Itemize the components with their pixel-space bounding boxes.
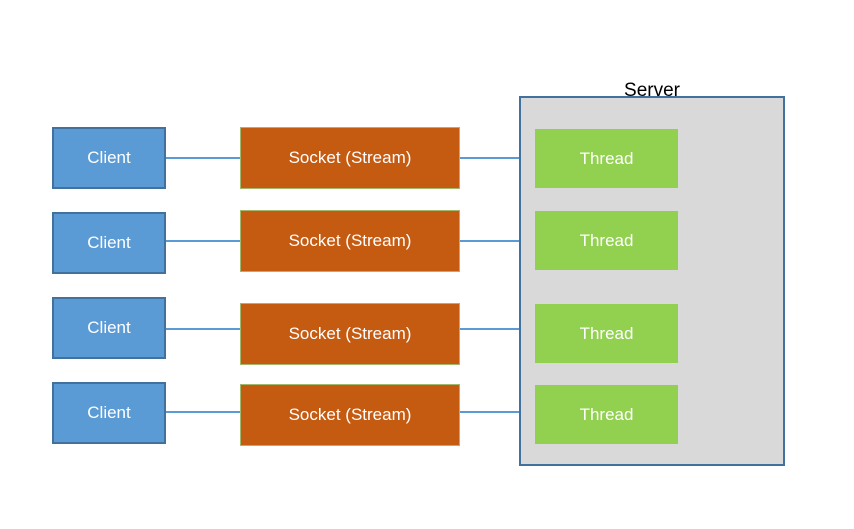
connector-socket-thread-3 bbox=[460, 328, 535, 330]
connector-client-socket-2 bbox=[166, 240, 240, 242]
socket-box-label-2: Socket (Stream) bbox=[288, 231, 412, 250]
socket-box-1[interactable]: Socket (Stream) bbox=[240, 127, 460, 189]
socket-box-label-3: Socket (Stream) bbox=[288, 324, 412, 343]
connector-client-socket-3 bbox=[166, 328, 240, 330]
thread-box-3[interactable]: Thread bbox=[535, 304, 678, 363]
connector-socket-thread-4 bbox=[460, 411, 535, 413]
client-box-3[interactable]: Client bbox=[52, 297, 166, 359]
thread-box-label-2: Thread bbox=[579, 230, 634, 250]
client-box-label-3: Client bbox=[87, 318, 131, 337]
client-box-4[interactable]: Client bbox=[52, 382, 166, 444]
socket-box-label-4: Socket (Stream) bbox=[288, 405, 412, 424]
thread-box-label-3: Thread bbox=[579, 323, 634, 343]
thread-box-2[interactable]: Thread bbox=[535, 211, 678, 270]
socket-box-label-1: Socket (Stream) bbox=[288, 148, 412, 167]
socket-box-3[interactable]: Socket (Stream) bbox=[240, 303, 460, 365]
connector-socket-thread-2 bbox=[460, 240, 535, 242]
socket-box-4[interactable]: Socket (Stream) bbox=[240, 384, 460, 446]
client-box-1[interactable]: Client bbox=[52, 127, 166, 189]
thread-box-4[interactable]: Thread bbox=[535, 385, 678, 444]
thread-box-1[interactable]: Thread bbox=[535, 129, 678, 188]
connector-socket-thread-1 bbox=[460, 157, 535, 159]
client-box-label-1: Client bbox=[87, 148, 131, 167]
thread-box-label-4: Thread bbox=[579, 404, 634, 424]
client-box-label-2: Client bbox=[87, 233, 131, 252]
thread-box-label-1: Thread bbox=[579, 148, 634, 168]
socket-box-2[interactable]: Socket (Stream) bbox=[240, 210, 460, 272]
connector-client-socket-1 bbox=[166, 157, 240, 159]
client-box-2[interactable]: Client bbox=[52, 212, 166, 274]
connector-client-socket-4 bbox=[166, 411, 240, 413]
server-label: Server bbox=[624, 80, 680, 101]
client-box-label-4: Client bbox=[87, 403, 131, 422]
